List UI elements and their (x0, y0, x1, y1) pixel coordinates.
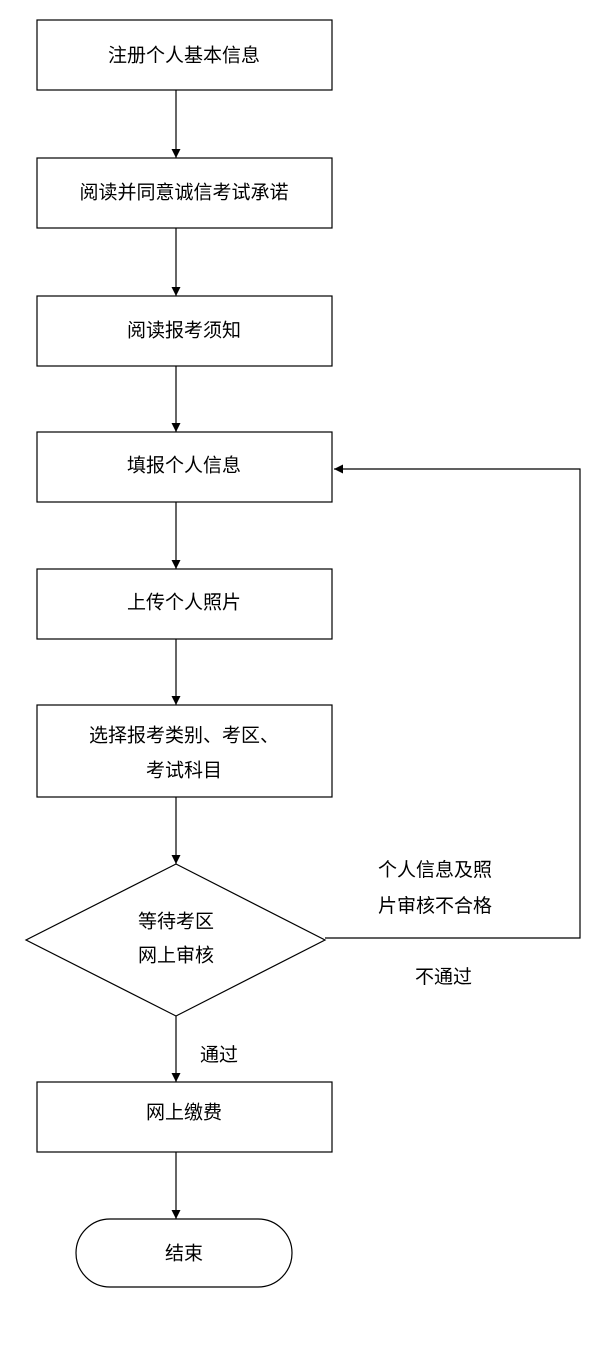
step-payment-label: 网上缴费 (146, 1102, 222, 1124)
end-label: 结束 (165, 1243, 203, 1265)
decision-review-label-line2: 网上审核 (138, 945, 214, 967)
edge-fail-label: 不通过 (415, 966, 472, 988)
step-select-box (36, 704, 333, 798)
step-register-label: 注册个人基本信息 (108, 45, 260, 67)
step-fill-info-box (36, 431, 333, 503)
step-payment-box (36, 1081, 333, 1153)
step-upload-photo-label: 上传个人照片 (127, 592, 241, 614)
edge-pass-label: 通过 (200, 1044, 238, 1066)
step-select-label-line1: 选择报考类别、考区、 (89, 725, 279, 747)
step-register-box (36, 19, 333, 91)
edge-fail-reason-line1: 个人信息及照 (378, 859, 492, 881)
step-select-label-line2: 考试科目 (146, 760, 222, 782)
decision-review-label-line1: 等待考区 (138, 911, 214, 933)
step-notice-label: 阅读报考须知 (127, 320, 241, 342)
step-integrity-label: 阅读并同意诚信考试承诺 (79, 182, 288, 204)
step-upload-photo-box (36, 568, 333, 640)
end-terminator (75, 1218, 293, 1288)
step-integrity-box (36, 157, 333, 229)
edge-fail-reason-line2: 片审核不合格 (378, 895, 492, 917)
step-fill-info-label: 填报个人信息 (127, 455, 241, 477)
decision-review-diamond (24, 863, 327, 1017)
step-notice-box (36, 295, 333, 367)
arrow-fail-loop-to-fill-info (325, 464, 581, 939)
